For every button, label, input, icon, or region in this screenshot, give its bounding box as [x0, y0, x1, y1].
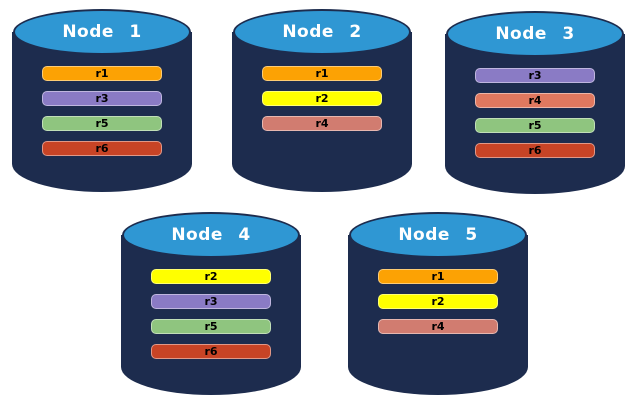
- replica-bar: r3: [42, 91, 162, 106]
- replica-bar: r2: [262, 91, 382, 106]
- replica-list: r1 r3 r5 r6: [42, 66, 162, 156]
- database-node-3: Node 3 r3 r4 r5 r6: [445, 11, 625, 194]
- replica-bar: r2: [151, 269, 271, 284]
- cylinder-top-ellipse: Node 1: [13, 9, 191, 55]
- replica-bar: r5: [42, 116, 162, 131]
- node-title: Node 5: [398, 225, 478, 245]
- node-title: Node 4: [171, 225, 251, 245]
- database-node-4: Node 4 r2 r3 r5 r6: [121, 212, 301, 395]
- replica-bar: r3: [151, 294, 271, 309]
- replica-bar: r3: [475, 68, 595, 83]
- replica-list: r3 r4 r5 r6: [475, 68, 595, 158]
- replica-bar: r4: [475, 93, 595, 108]
- node-title: Node 2: [282, 22, 362, 42]
- replica-bar: r5: [151, 319, 271, 334]
- replica-bar: r1: [378, 269, 498, 284]
- cylinder-body: [445, 34, 625, 194]
- cylinder-top-ellipse: Node 4: [122, 212, 300, 258]
- database-node-2: Node 2 r1 r2 r4: [232, 9, 412, 192]
- replica-bar: r4: [262, 116, 382, 131]
- database-node-5: Node 5 r1 r2 r4: [348, 212, 528, 395]
- replica-bar: r5: [475, 118, 595, 133]
- cylinder-top-ellipse: Node 2: [233, 9, 411, 55]
- replica-bar: r6: [42, 141, 162, 156]
- cylinder-body: [348, 235, 528, 395]
- cylinder-top-ellipse: Node 3: [446, 11, 624, 57]
- cylinder-top-ellipse: Node 5: [349, 212, 527, 258]
- replica-list: r1 r2 r4: [378, 269, 498, 334]
- replica-bar: r6: [475, 143, 595, 158]
- cylinder-body: [232, 32, 412, 192]
- node-title: Node 1: [62, 22, 142, 42]
- database-node-1: Node 1 r1 r3 r5 r6: [12, 9, 192, 192]
- replica-list: r2 r3 r5 r6: [151, 269, 271, 359]
- replica-bar: r6: [151, 344, 271, 359]
- replica-bar: r4: [378, 319, 498, 334]
- replica-bar: r1: [262, 66, 382, 81]
- node-title: Node 3: [495, 24, 575, 44]
- replica-bar: r1: [42, 66, 162, 81]
- replica-list: r1 r2 r4: [262, 66, 382, 131]
- cylinder-body: [121, 235, 301, 395]
- cylinder-body: [12, 32, 192, 192]
- replica-bar: r2: [378, 294, 498, 309]
